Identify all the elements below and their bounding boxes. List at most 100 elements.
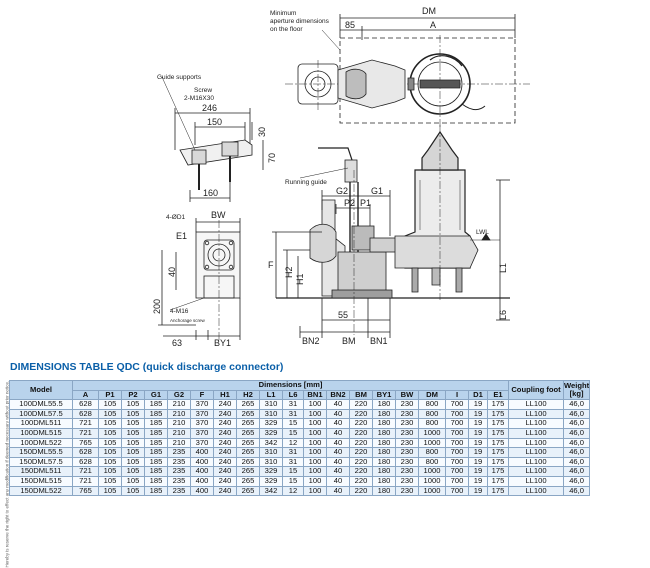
table-cell: 235 bbox=[167, 447, 191, 458]
table-cell: LL100 bbox=[508, 485, 564, 497]
dim-p1: P1 bbox=[360, 198, 371, 208]
table-cell: 230 bbox=[395, 427, 419, 439]
table-cell: 400 bbox=[190, 466, 214, 477]
table-cell: 230 bbox=[395, 399, 419, 410]
table-cell: 400 bbox=[190, 485, 214, 497]
table-cell: 240 bbox=[213, 475, 237, 487]
table-cell: 15 bbox=[282, 427, 304, 439]
table-cell: 185 bbox=[144, 427, 168, 439]
table-cell-model: 150DML522 bbox=[9, 485, 73, 497]
header-coupling: Coupling foot bbox=[508, 379, 564, 401]
technical-drawing: DM A 85 Minimum aperture dimensions on t… bbox=[152, 6, 530, 348]
table-cell: 1000 bbox=[418, 485, 446, 497]
table-cell: 765 bbox=[72, 485, 99, 497]
table-cell: 265 bbox=[236, 466, 260, 477]
table-cell: 19 bbox=[468, 399, 488, 410]
table-cell: 15 bbox=[282, 475, 304, 487]
dim-h2: H2 bbox=[284, 266, 294, 278]
table-cell: 105 bbox=[121, 466, 145, 477]
table-cell: 700 bbox=[445, 475, 469, 487]
table-cell: 700 bbox=[445, 447, 469, 458]
dim-bn2: BN2 bbox=[302, 336, 320, 346]
table-cell: 235 bbox=[167, 475, 191, 487]
table-cell: 329 bbox=[259, 475, 283, 487]
table-cell: 100 bbox=[303, 427, 327, 439]
table-cell: 46,0 bbox=[562, 475, 591, 487]
table-cell: 19 bbox=[468, 427, 488, 439]
table-cell: 105 bbox=[121, 447, 145, 458]
dim-160: 160 bbox=[203, 188, 218, 198]
note-aperture-2: aperture dimensions bbox=[270, 18, 330, 25]
dim-85: 85 bbox=[345, 20, 355, 30]
note-running-guide: Running guide bbox=[285, 179, 327, 186]
table-cell: 40 bbox=[326, 399, 350, 410]
table-cell: 31 bbox=[282, 399, 304, 410]
dim-bw: BW bbox=[211, 210, 226, 220]
note-screw-1: Screw bbox=[194, 87, 212, 94]
dim-150: 150 bbox=[207, 117, 222, 127]
label-4m16: 4-M16 bbox=[170, 308, 189, 315]
dim-g2: G2 bbox=[336, 186, 348, 196]
label-lwl: LWL bbox=[476, 229, 489, 236]
table-cell: 46,0 bbox=[562, 466, 591, 477]
table-cell: 19 bbox=[468, 485, 488, 497]
table-cell: 240 bbox=[213, 427, 237, 439]
table-cell: 40 bbox=[326, 427, 350, 439]
guide-supports-view bbox=[161, 76, 264, 202]
dim-63: 63 bbox=[172, 338, 182, 348]
dim-30: 30 bbox=[257, 127, 267, 137]
side-elevation bbox=[272, 125, 510, 338]
dim-p2: P2 bbox=[344, 198, 355, 208]
table-cell: 105 bbox=[98, 485, 122, 497]
table-cell: 175 bbox=[487, 475, 509, 487]
table-cell-model: 150DML55.5 bbox=[9, 447, 73, 458]
table-cell: 105 bbox=[98, 399, 122, 410]
dim-dm: DM bbox=[422, 6, 436, 16]
table-cell: 628 bbox=[72, 447, 99, 458]
table-cell: 100 bbox=[303, 447, 327, 458]
running-guide bbox=[299, 147, 358, 183]
table-cell: 235 bbox=[167, 466, 191, 477]
table-cell: 329 bbox=[259, 466, 283, 477]
note-aperture-3: on the floor bbox=[270, 26, 303, 33]
table-cell: 105 bbox=[98, 447, 122, 458]
table-cell: 265 bbox=[236, 447, 260, 458]
table-cell: 342 bbox=[259, 485, 283, 497]
table-cell: 265 bbox=[236, 399, 260, 410]
dim-l6: L6 bbox=[498, 310, 508, 320]
table-cell: 175 bbox=[487, 485, 509, 497]
dim-246: 246 bbox=[202, 103, 217, 113]
table-cell: 175 bbox=[487, 466, 509, 477]
table-cell: LL100 bbox=[508, 427, 564, 439]
label-4d1: 4-ØD1 bbox=[166, 214, 186, 221]
dim-bn1: BN1 bbox=[370, 336, 388, 346]
table-cell: 265 bbox=[236, 475, 260, 487]
header-model: Model bbox=[9, 379, 73, 401]
table-cell: 628 bbox=[72, 399, 99, 410]
table-cell: 19 bbox=[468, 475, 488, 487]
table-cell: 700 bbox=[445, 399, 469, 410]
table-cell: 180 bbox=[372, 447, 396, 458]
table-cell: 185 bbox=[144, 475, 168, 487]
table-cell: 185 bbox=[144, 485, 168, 497]
table-cell: 46,0 bbox=[562, 485, 591, 497]
table-cell: 31 bbox=[282, 447, 304, 458]
table-cell: 175 bbox=[487, 447, 509, 458]
table-cell: 100 bbox=[303, 466, 327, 477]
table-cell: 220 bbox=[349, 485, 373, 497]
table-cell: 105 bbox=[121, 399, 145, 410]
table-cell-model: 100DML515 bbox=[9, 427, 73, 439]
dim-55: 55 bbox=[338, 310, 348, 320]
table-cell: 220 bbox=[349, 475, 373, 487]
base-plan-view bbox=[158, 218, 241, 340]
dim-40: 40 bbox=[167, 267, 177, 277]
table-cell: 800 bbox=[418, 447, 446, 458]
table-cell: 105 bbox=[121, 485, 145, 497]
table-cell: 220 bbox=[349, 399, 373, 410]
table-cell: LL100 bbox=[508, 466, 564, 477]
